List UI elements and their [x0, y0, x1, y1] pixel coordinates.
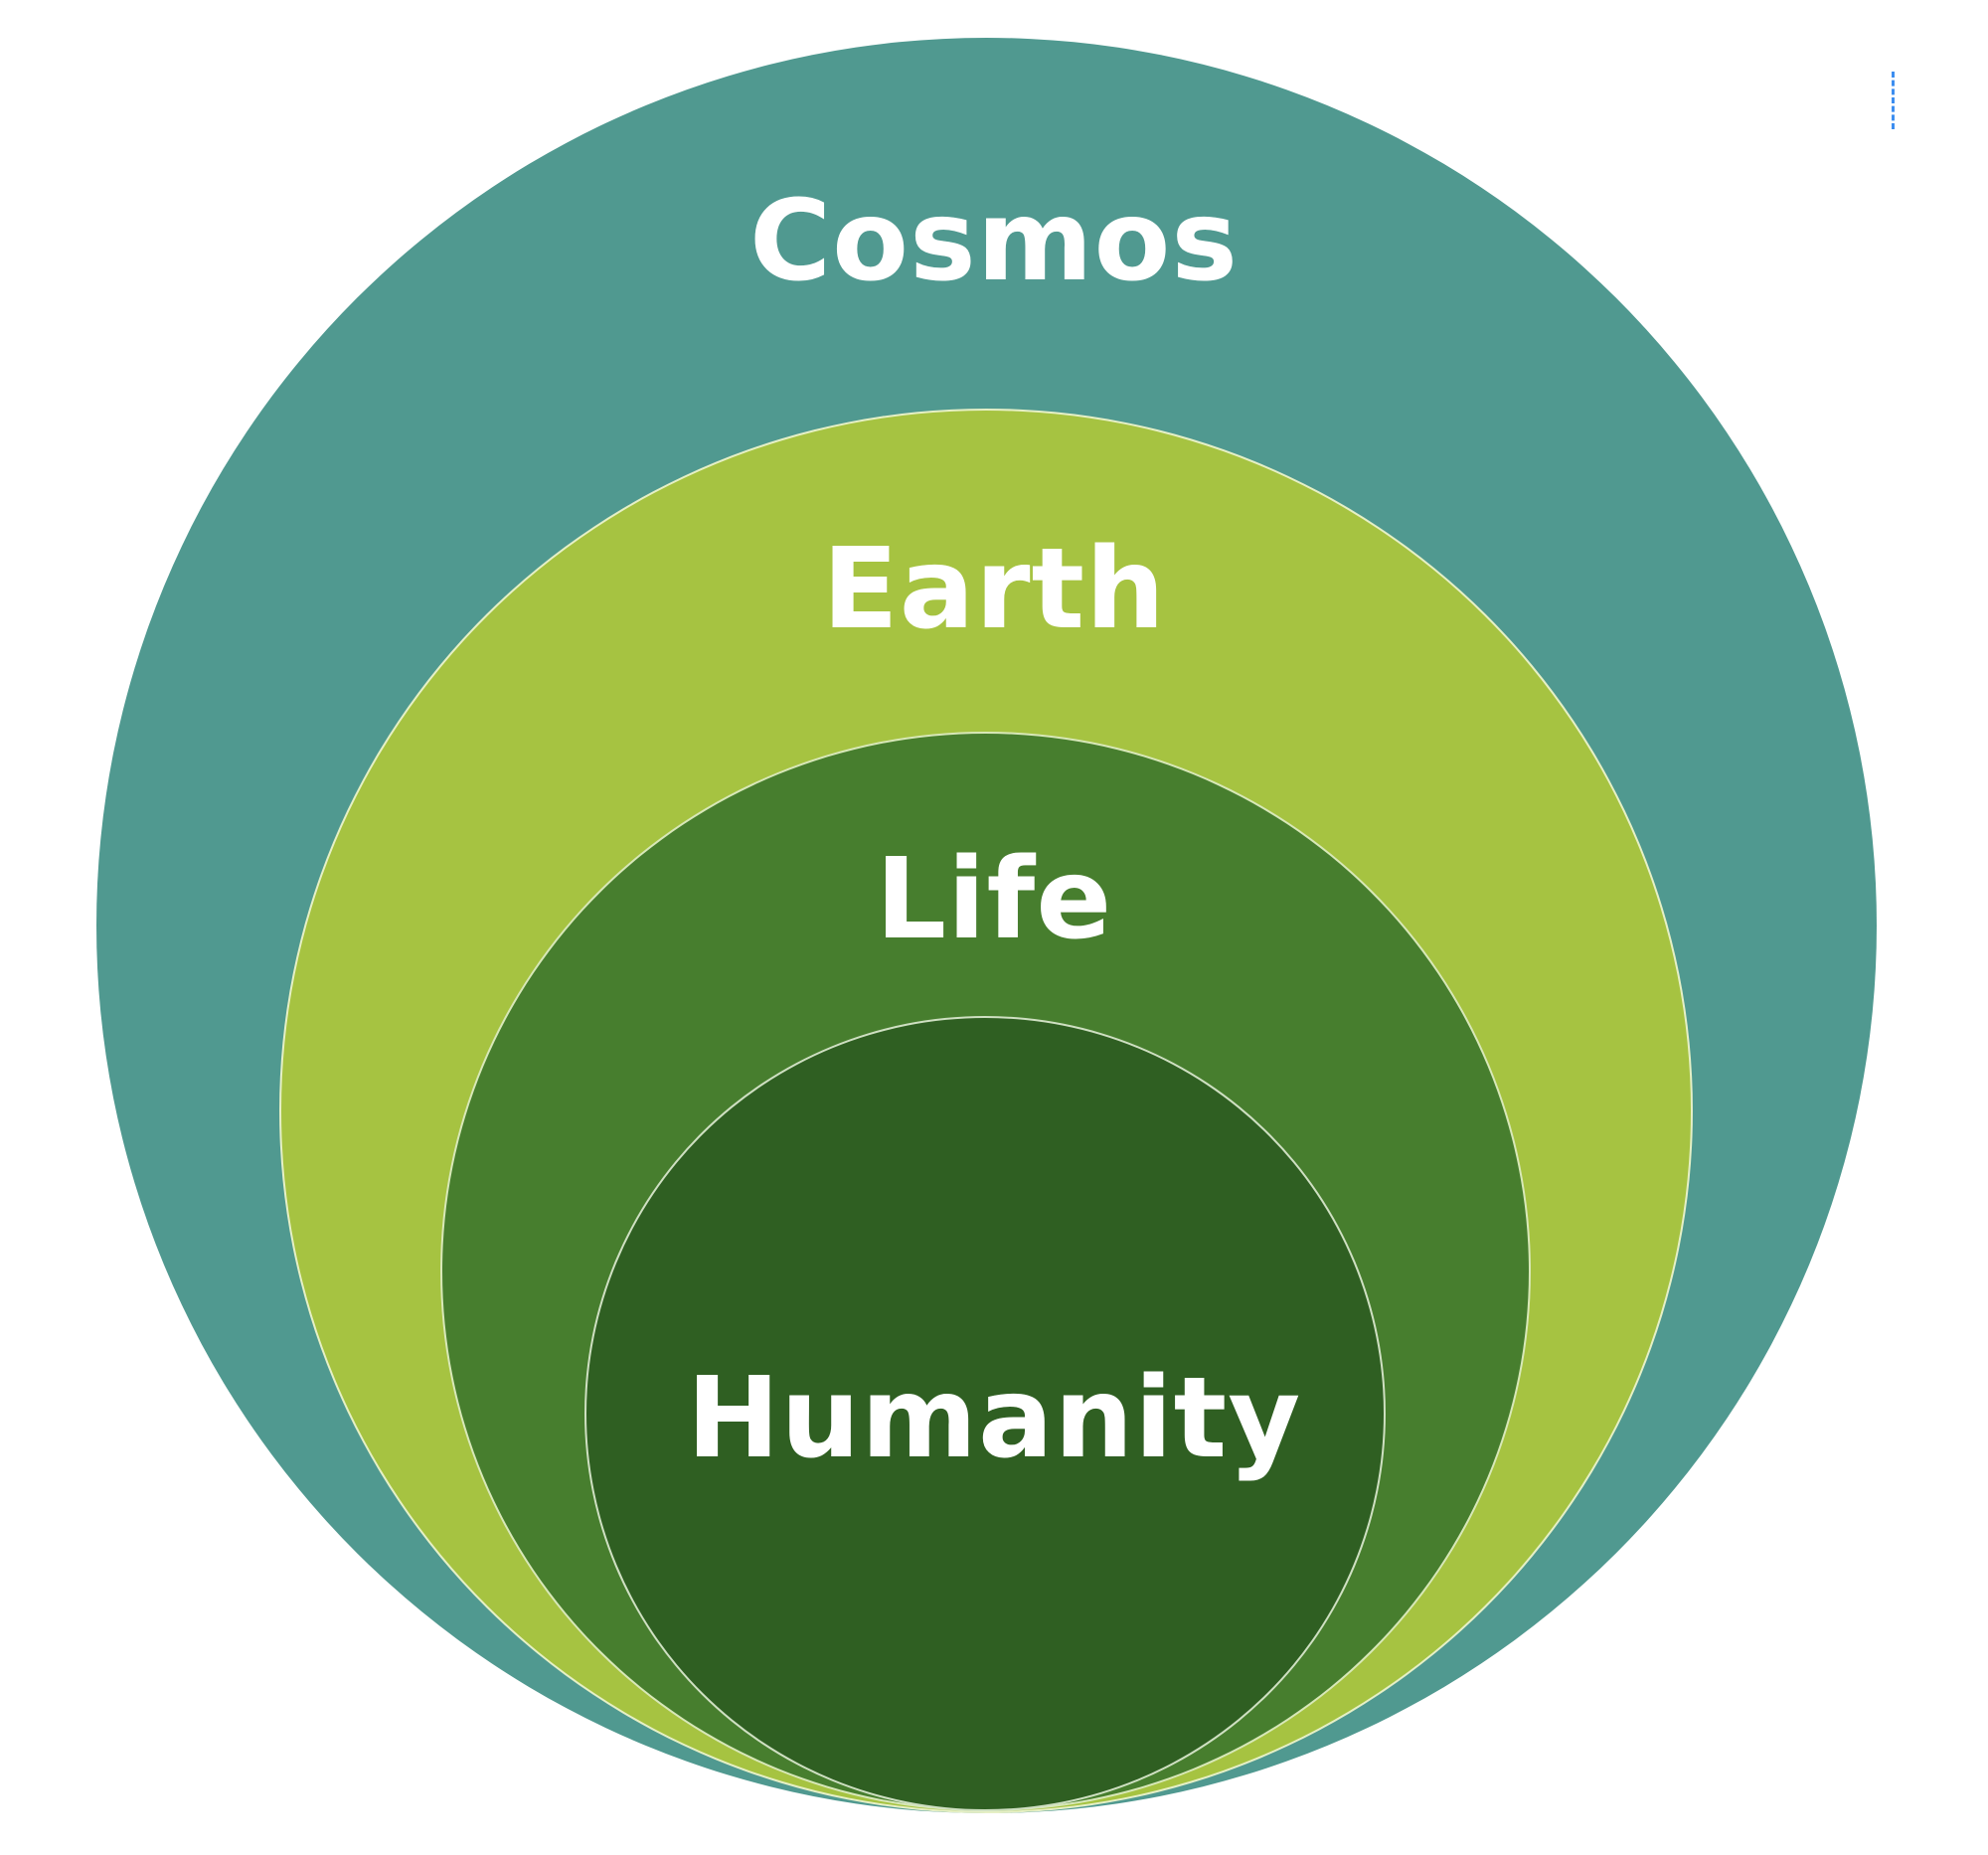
cosmos-label: Cosmos: [748, 177, 1240, 306]
earth-label: Earth: [822, 525, 1166, 654]
selection-handle-marker: [1892, 72, 1900, 129]
humanity-label: Humanity: [686, 1354, 1302, 1483]
humanity-circle: [584, 1016, 1386, 1811]
life-label: Life: [875, 835, 1113, 964]
